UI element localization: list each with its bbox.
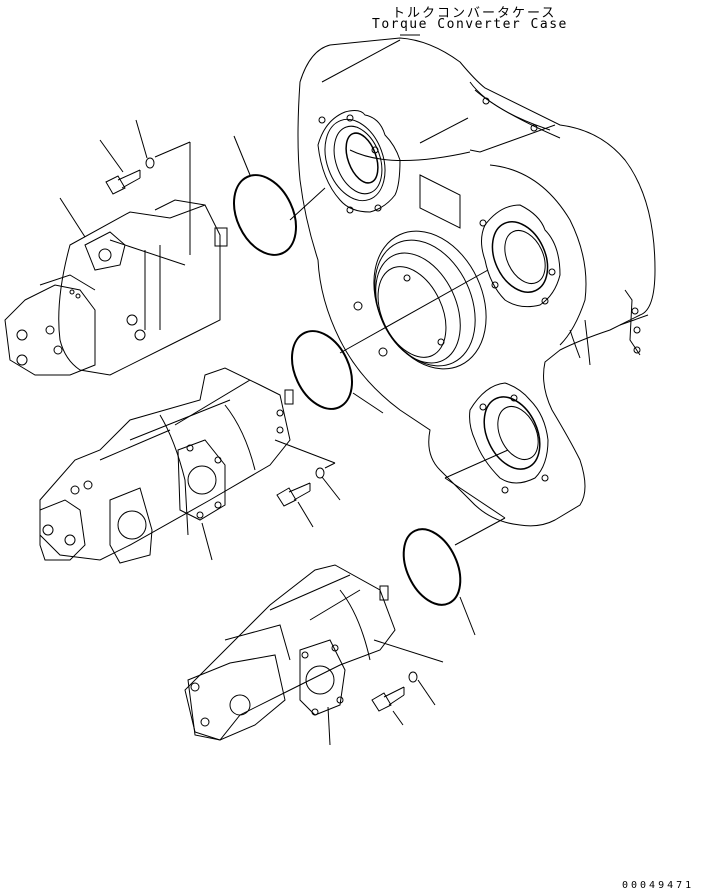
pump-middle — [40, 368, 293, 563]
o-ring-middle — [280, 321, 364, 418]
o-ring-lower — [392, 520, 471, 614]
o-ring-upper — [222, 165, 308, 265]
torque-converter-case — [298, 35, 655, 526]
washer-lower — [409, 672, 417, 682]
leader-lines — [60, 120, 508, 745]
document-number: 00049471 — [622, 880, 695, 891]
pump-upper — [5, 200, 227, 375]
case-title-english: Torque Converter Case — [372, 17, 568, 32]
bolt-middle — [277, 483, 310, 506]
case-title-japanese: トルクコンバータケース — [392, 6, 557, 21]
washer-middle — [316, 468, 324, 478]
pump-lower — [185, 565, 395, 740]
bolt-lower — [372, 687, 404, 711]
washer-upper — [146, 158, 154, 168]
bolt-upper — [106, 170, 140, 194]
